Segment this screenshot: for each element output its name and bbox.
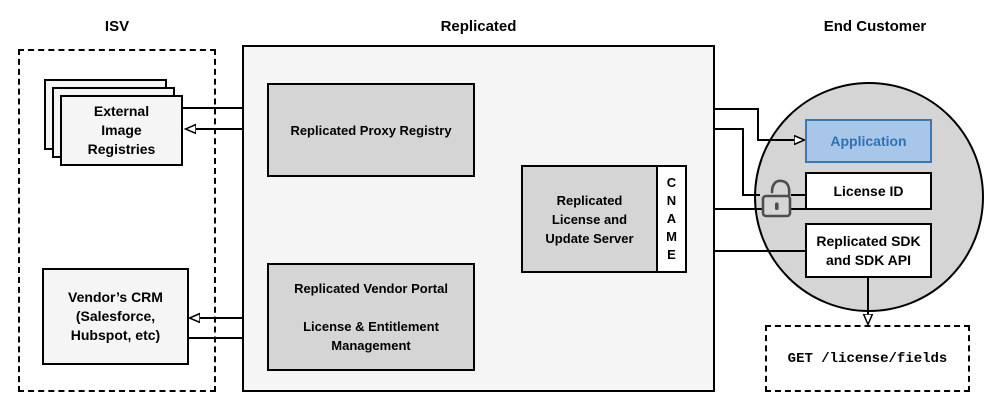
get-request-box: GET /license/fields [765,325,970,392]
section-label-end-customer: End Customer [823,18,927,35]
section-label-isv: ISV [104,18,130,35]
unlock-icon [761,179,792,218]
node-license-id: License ID [805,172,932,210]
node-license-update-server: Replicated License and Update Server [521,165,658,273]
isv-boundary [18,49,216,392]
node-replicated-sdk: Replicated SDK and SDK API [805,223,932,278]
node-external-image-registries: External Image Registries [60,95,183,166]
node-replicated-proxy-registry: Replicated Proxy Registry [267,83,475,177]
cname-strip: C N A M E [656,165,687,273]
section-label-replicated: Replicated [440,18,517,35]
node-replicated-vendor-portal: Replicated Vendor Portal License & Entit… [267,263,475,371]
node-vendors-crm: Vendor’s CRM (Salesforce, Hubspot, etc) [42,268,189,365]
node-application: Application [805,119,932,163]
